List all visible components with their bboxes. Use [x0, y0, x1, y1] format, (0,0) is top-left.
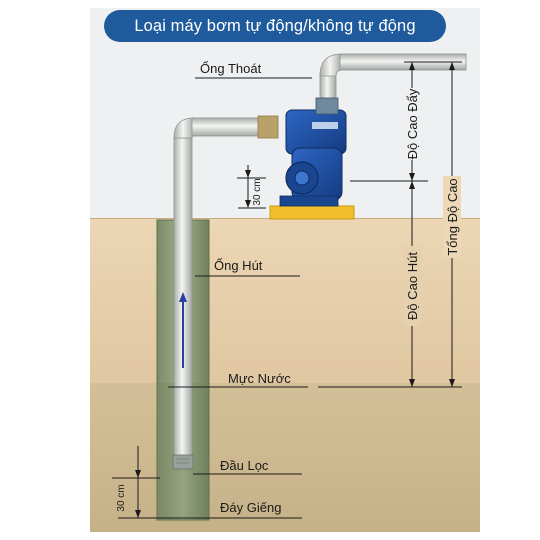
label-pump-clearance: 30 cm	[252, 178, 263, 205]
up-arrow-icon	[179, 292, 187, 368]
pipe-fitting	[257, 115, 279, 139]
filter-head	[172, 454, 194, 470]
label-suction-height: Độ Cao Hút	[405, 252, 420, 320]
outlet-pipe	[339, 53, 467, 71]
pump-base	[269, 205, 355, 220]
suction-elbow	[173, 117, 195, 139]
water-pump-icon	[269, 97, 355, 220]
suction-pipe-horizontal	[191, 117, 263, 137]
label-suction-pipe: Ống Hút	[214, 258, 263, 273]
label-water-level: Mực Nước	[228, 371, 291, 386]
label-push-height: Độ Cao Đẩy	[405, 88, 420, 159]
groundwater-zone	[90, 383, 480, 532]
label-total-height: Tổng Độ Cao	[445, 178, 460, 255]
label-filter-head: Đầu Lọc	[220, 458, 269, 473]
label-bottom-clearance: 30 cm	[116, 484, 127, 511]
label-outlet-pipe: Ống Thoát	[200, 61, 262, 76]
outlet-elbow	[319, 53, 343, 77]
label-well-bottom: Đáy Giếng	[220, 500, 281, 515]
title-banner: Loại máy bơm tự động/không tự động	[104, 10, 446, 42]
